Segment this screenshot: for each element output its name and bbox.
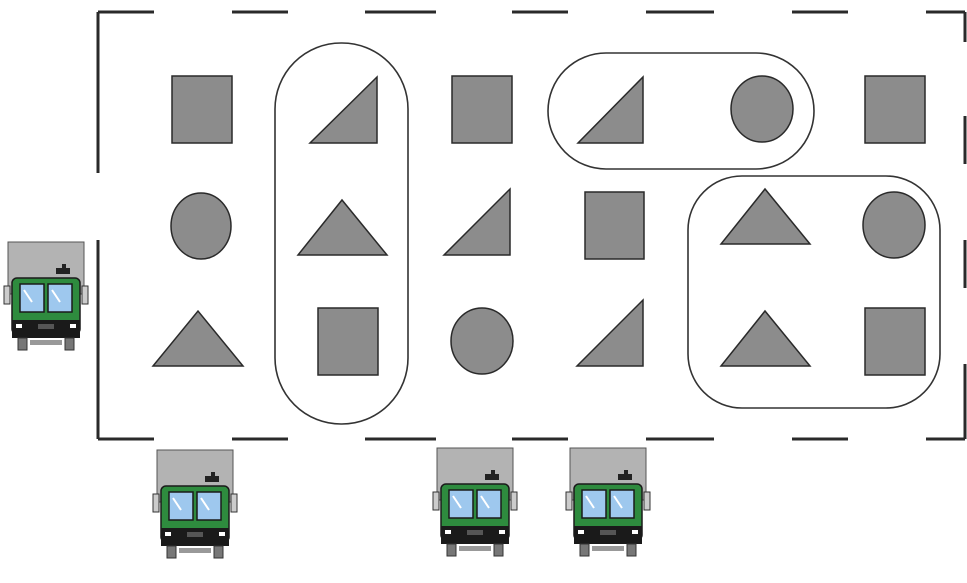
shape-grid — [151, 75, 926, 376]
isosceles-triangle-shape — [151, 309, 245, 367]
circle-shape — [450, 307, 514, 375]
right-triangle-shape — [308, 75, 378, 144]
right-triangle-shape — [576, 75, 644, 144]
square-shape — [864, 307, 926, 376]
square-shape — [451, 75, 513, 144]
quad-group-outline — [687, 175, 941, 409]
right-triangle-shape — [442, 187, 511, 256]
group-outlines — [274, 42, 941, 425]
truck-bottom-dock-1 — [152, 449, 238, 559]
circle-shape — [170, 192, 232, 260]
square-shape — [171, 75, 233, 144]
isosceles-triangle-shape — [719, 187, 812, 245]
square-shape — [864, 75, 926, 144]
truck-left-dock — [3, 241, 89, 351]
square-shape — [584, 191, 645, 260]
warehouse-walls — [96, 10, 967, 441]
square-shape — [317, 307, 379, 376]
isosceles-triangle-shape — [719, 309, 812, 367]
truck-bottom-dock-2 — [432, 447, 518, 557]
circle-shape — [862, 191, 926, 259]
circle-shape — [730, 75, 794, 143]
right-triangle-shape — [575, 298, 644, 367]
isosceles-triangle-shape — [296, 198, 389, 256]
truck-bottom-dock-3 — [565, 447, 651, 557]
top-pair-group-outline — [547, 52, 815, 170]
column-group-outline — [274, 42, 409, 425]
